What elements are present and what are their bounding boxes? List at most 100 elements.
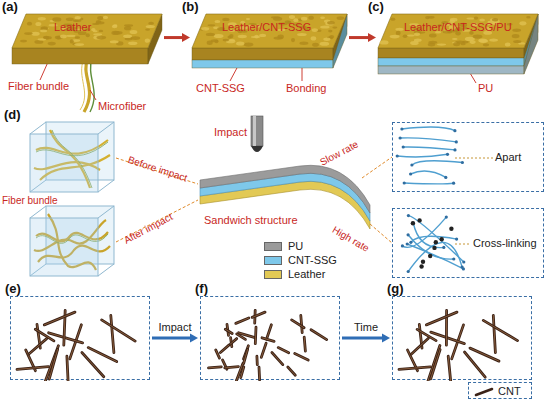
- cnt-tube: [261, 343, 266, 357]
- part-label: CNT-SSG: [196, 82, 245, 95]
- impactor-tip: [251, 146, 263, 152]
- leather-grain: [214, 34, 224, 38]
- panel-label: (f): [195, 282, 208, 297]
- cnt-highlight: [448, 356, 451, 381]
- rate-label: Slow rate: [318, 138, 360, 168]
- chain-end: [453, 129, 456, 132]
- legend-swatch: [264, 270, 282, 279]
- cnt-tube: [230, 339, 237, 345]
- cnt-tube: [88, 348, 117, 362]
- cube-face: [30, 134, 98, 192]
- cnt-highlight: [209, 367, 222, 368]
- leather-grain: [380, 40, 389, 44]
- connector-line: [152, 337, 191, 340]
- polymer-chain: [402, 127, 455, 131]
- leather-grain: [479, 39, 488, 43]
- cnt-tube: [17, 367, 48, 370]
- leather-grain: [66, 35, 75, 37]
- cnt-tube: [254, 327, 257, 344]
- leather-grain: [461, 43, 466, 45]
- part-label: Fiber bundle: [2, 195, 58, 207]
- chain-end: [410, 163, 413, 166]
- connector-arrow: [164, 33, 190, 42]
- leather-top-face: [192, 14, 347, 48]
- leather-grain: [391, 18, 396, 21]
- chain-end: [452, 182, 455, 185]
- leather-grain: [299, 42, 308, 45]
- legend-text: Leather: [288, 268, 325, 281]
- leather-grain: [24, 32, 33, 35]
- leather-grain: [238, 35, 247, 38]
- cnt-tube: [35, 329, 54, 341]
- fiber-cube-after: [30, 206, 114, 276]
- leather-grain: [70, 39, 74, 43]
- leather-grain: [323, 38, 330, 41]
- microfiber-strand: [80, 58, 94, 112]
- leather-grain: [414, 33, 420, 36]
- chain-end: [461, 161, 464, 164]
- pu-layer: [378, 66, 524, 74]
- polymer-chain: [400, 138, 456, 142]
- cnt-tube: [431, 350, 440, 379]
- leather-grain: [128, 42, 137, 46]
- cnt-tube: [295, 354, 309, 361]
- leather-grain: [44, 36, 52, 39]
- leather-grain: [312, 28, 318, 32]
- impactor-rod: [251, 116, 263, 146]
- leather-grain: [99, 30, 103, 32]
- leather-grain: [40, 27, 47, 30]
- chain-end: [452, 257, 455, 260]
- cnt-tube: [411, 338, 428, 354]
- leather-grain: [229, 34, 233, 38]
- leather-grain: [473, 35, 483, 39]
- chain-end: [461, 266, 464, 269]
- leather-grain: [320, 42, 330, 46]
- cnt-highlight: [44, 312, 75, 325]
- leather-grain: [492, 18, 498, 21]
- leather-grain: [403, 35, 408, 39]
- dashed-link: [370, 224, 392, 243]
- leather-grain: [215, 20, 221, 23]
- chain-end: [446, 153, 449, 156]
- leather-grain: [96, 21, 105, 24]
- cross-link: [411, 221, 415, 225]
- cnt-highlight: [288, 367, 296, 375]
- part-label: Impact: [214, 126, 247, 139]
- leather-grain: [40, 30, 47, 33]
- impactor-highlight: [253, 116, 256, 146]
- cnt-highlight: [259, 367, 261, 380]
- cnt-network: [201, 297, 341, 381]
- leather-grain: [320, 25, 330, 28]
- cnt-tube: [216, 350, 220, 358]
- cnt-highlight: [417, 329, 436, 340]
- leather-layer: [378, 48, 524, 58]
- polymer-chain: [403, 147, 455, 150]
- cross-link: [428, 254, 432, 258]
- chain-end: [403, 181, 406, 184]
- polymer-network: [393, 123, 545, 193]
- leader-line: [40, 62, 48, 80]
- cnt-highlight: [262, 338, 274, 342]
- cnt-highlight: [292, 320, 305, 328]
- polymer-chain: [413, 223, 444, 248]
- leather-grain: [526, 16, 530, 19]
- polymer-chain: [397, 154, 447, 157]
- cnt-highlight: [255, 327, 257, 344]
- leather-grain: [207, 41, 213, 45]
- leather-grain: [297, 33, 307, 36]
- legend-swatch: [264, 242, 282, 251]
- cnt-highlight: [311, 330, 327, 340]
- leather-grain: [467, 18, 475, 20]
- leather-grain: [301, 17, 307, 21]
- cnt-tube: [301, 316, 302, 333]
- panel-label: (d): [4, 108, 21, 123]
- arrow-head: [368, 33, 376, 42]
- leather-grain: [425, 16, 430, 19]
- leather-grain: [332, 27, 337, 29]
- fiber-strand: [90, 58, 94, 112]
- leather-grain: [289, 15, 295, 19]
- cnt-tube: [209, 367, 222, 368]
- leather-grain: [27, 22, 32, 26]
- leather-grain: [474, 17, 479, 20]
- chain-end: [400, 127, 403, 130]
